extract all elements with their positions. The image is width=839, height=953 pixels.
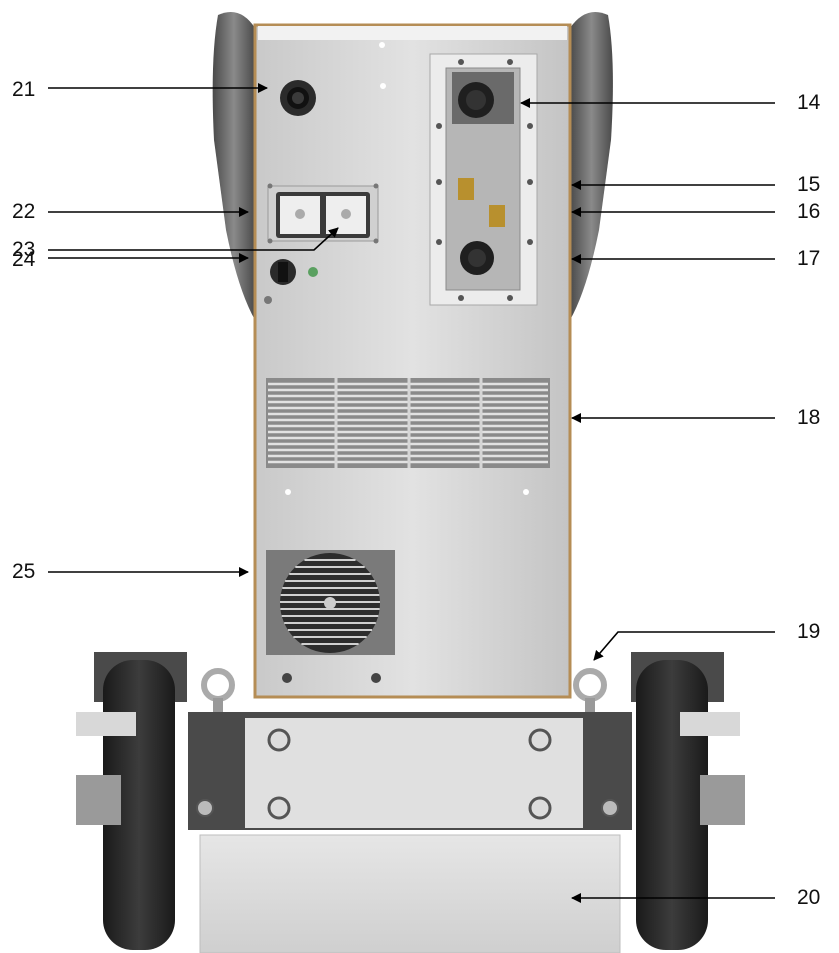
- leader-23-bend: [48, 227, 339, 251]
- fan-guard: [266, 550, 395, 683]
- right-handle: [570, 11, 613, 321]
- callout-22: 22: [12, 200, 36, 223]
- left-handle: [212, 11, 255, 321]
- callout-19: 19: [797, 620, 821, 643]
- lifting-eyes: [201, 668, 607, 716]
- callout-14: 14: [797, 91, 821, 114]
- callout-20: 20: [797, 886, 821, 909]
- callout-18: 18: [797, 406, 821, 429]
- chassis-tray: [188, 712, 632, 953]
- leader-lines: [48, 83, 775, 903]
- callout-25: 25: [12, 560, 36, 583]
- callout-23: 23: [12, 238, 36, 261]
- callout-15: 15: [797, 173, 821, 196]
- cable-gland: [280, 80, 316, 116]
- wheels: [76, 652, 745, 950]
- ventilation-grille: [266, 378, 550, 468]
- callout-24: 24: [12, 248, 36, 271]
- socket-panel: [267, 183, 379, 244]
- leader-19: [593, 631, 775, 661]
- handles: [212, 11, 613, 321]
- callout-17: 17: [797, 247, 821, 270]
- connector-box: [429, 53, 538, 306]
- fuse-holder: [264, 259, 318, 304]
- callout-16: 16: [797, 200, 821, 223]
- callout-21: 21: [12, 78, 36, 101]
